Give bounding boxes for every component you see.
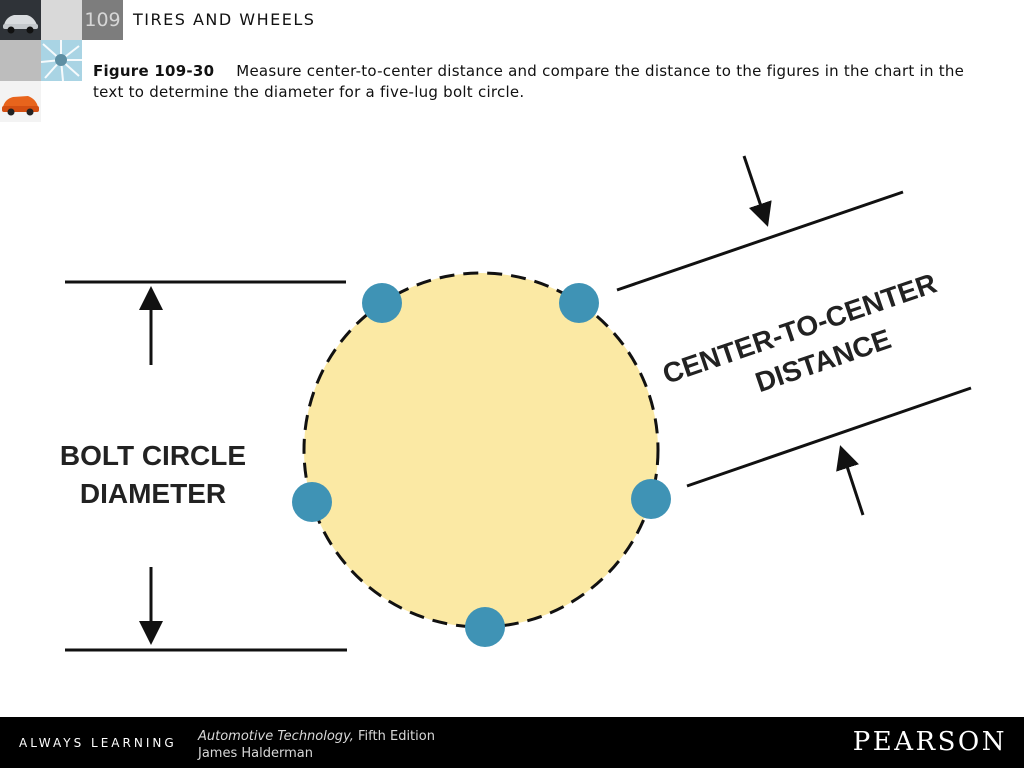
publisher-logo: PEARSON: [852, 727, 1007, 757]
silver-car-icon: [0, 0, 41, 40]
car-thumbnail-orange: [0, 81, 41, 122]
gray-thumbnail: [0, 40, 41, 81]
orange-car-icon: [0, 81, 41, 122]
lug-hole: [292, 482, 332, 522]
distance-lower-line: [686, 386, 972, 488]
caption-text: Measure center-to-center distance and co…: [93, 62, 965, 101]
wheel-icon: [41, 40, 82, 81]
lug-hole: [362, 283, 402, 323]
distance-label-group: CENTER-TO-CENTER DISTANCE: [659, 267, 941, 398]
lug-hole: [631, 479, 671, 519]
book-edition: Fifth Edition: [353, 729, 435, 744]
distance-down-arrow: [742, 155, 772, 227]
chapter-title: TIRES AND WHEELS: [133, 10, 316, 29]
lug-holes: [292, 283, 671, 647]
distance-upper-line: [616, 190, 904, 292]
distance-dimension: [616, 155, 972, 516]
bolt-circle-label-line1: BOLT CIRCLE: [60, 440, 246, 471]
lug-hole: [465, 607, 505, 647]
car-thumbnail-silver: [0, 0, 41, 40]
book-title: Automotive Technology,: [198, 729, 354, 744]
chapter-thumbnails: [0, 0, 82, 122]
bolt-circle-diagram: BOLT CIRCLE DIAMETER CENTER-TO-CENTER DI…: [60, 155, 972, 652]
footer-bar: ALWAYS LEARNING Automotive Technology, F…: [0, 717, 1024, 768]
bolt-circle: [302, 271, 660, 629]
book-info: Automotive Technology, Fifth Edition Jam…: [198, 728, 435, 762]
wheel-thumbnail: [41, 40, 82, 81]
lug-hole: [559, 283, 599, 323]
bolt-circle-label-line2: DIAMETER: [80, 478, 226, 509]
figure-label: Figure 109-30: [93, 62, 215, 80]
chapter-number: 109: [82, 0, 123, 40]
book-author: James Halderman: [198, 746, 313, 761]
distance-up-arrow: [836, 445, 865, 516]
gray-thumbnail: [41, 0, 82, 40]
diameter-dimension: [65, 280, 347, 652]
footer-tagline: ALWAYS LEARNING: [19, 736, 177, 750]
